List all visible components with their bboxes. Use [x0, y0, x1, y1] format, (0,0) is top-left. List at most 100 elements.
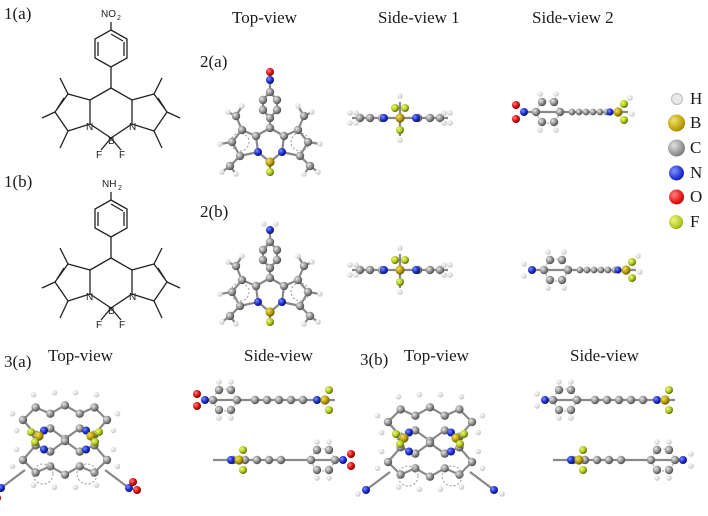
bond — [22, 406, 37, 421]
bond — [307, 290, 321, 296]
atom-H — [110, 446, 117, 453]
atom-C — [279, 281, 289, 291]
nitro-group-label: NO — [101, 9, 116, 20]
atom-N — [254, 298, 262, 306]
atom-F — [579, 446, 587, 454]
atom-F — [628, 274, 636, 282]
bond — [257, 151, 271, 163]
bond — [262, 91, 271, 101]
aromatic-ring — [230, 132, 250, 152]
bond — [49, 427, 66, 440]
atom-F — [91, 438, 99, 446]
bond — [235, 255, 243, 267]
atom-C — [531, 107, 541, 117]
bond — [299, 305, 311, 317]
atom-H — [458, 394, 465, 400]
bond — [280, 135, 286, 153]
atom-H — [521, 273, 527, 279]
atom-C — [306, 455, 316, 465]
atom-C — [590, 266, 598, 274]
atom-H — [378, 429, 385, 436]
hydrogen-atom-icon — [671, 93, 683, 105]
atom-C — [232, 395, 242, 405]
atom-C — [604, 266, 612, 274]
atom-H — [273, 221, 279, 227]
atom-C — [549, 117, 559, 127]
atom-H — [72, 484, 79, 491]
atom-N — [125, 484, 133, 492]
atom-C — [435, 265, 445, 275]
atom-H — [666, 439, 672, 445]
bond — [444, 429, 460, 438]
molecule-3b-top — [355, 391, 505, 497]
atom-C — [411, 449, 420, 458]
legend-item-o: O — [668, 186, 708, 208]
bond — [307, 140, 321, 146]
aromatic-ring — [311, 448, 335, 472]
atom-N — [405, 447, 413, 456]
atom-C — [31, 430, 40, 439]
atom-C — [425, 403, 435, 412]
aromatic-ring — [553, 388, 577, 412]
bond — [299, 141, 309, 157]
atom-C — [312, 445, 322, 455]
atom-N — [82, 445, 90, 454]
bond — [254, 135, 260, 153]
atom-C — [626, 395, 636, 405]
bond — [234, 115, 244, 131]
atom-C — [46, 447, 55, 456]
atom-N — [679, 456, 687, 464]
atom-C — [31, 403, 40, 412]
bond — [64, 465, 81, 476]
atom-C — [602, 395, 612, 405]
atom-H — [261, 221, 267, 227]
atom-C — [572, 395, 582, 405]
atom-C — [46, 424, 55, 433]
bond — [283, 278, 299, 288]
atom-O — [193, 402, 201, 410]
fluorine-atom-icon — [669, 215, 683, 229]
atom-C — [237, 125, 247, 135]
atom-F — [665, 386, 673, 394]
atom-C — [467, 417, 477, 427]
bond — [234, 265, 244, 281]
atom-C — [272, 255, 282, 265]
bond — [458, 461, 473, 476]
atom-F — [401, 256, 409, 264]
atom-N — [447, 428, 455, 437]
bond — [269, 91, 278, 101]
atom-C — [235, 151, 245, 161]
atom-H — [51, 484, 58, 491]
svg-text:F: F — [119, 320, 125, 331]
bond — [303, 261, 313, 267]
header-top-view-3b: Top-view — [404, 346, 469, 365]
atom-H — [219, 319, 225, 325]
atom-F — [239, 446, 247, 454]
atom-C — [264, 455, 274, 465]
atom-C — [272, 95, 282, 105]
atom-C — [75, 447, 84, 456]
atom-H — [568, 415, 574, 421]
atom-N — [82, 426, 90, 435]
atom-H — [9, 463, 16, 470]
atom-C — [90, 468, 99, 477]
bond — [241, 278, 257, 288]
molecule-2b-top — [217, 221, 323, 327]
atom-C — [580, 455, 590, 465]
structure-1b — [41, 192, 181, 321]
panel-label-3b: 3(b) — [360, 350, 389, 369]
header-top-view: Top-view — [232, 8, 297, 27]
atom-C — [305, 311, 315, 321]
atom-H — [233, 171, 239, 177]
legend-item-c: C — [668, 137, 708, 159]
atom-C — [583, 266, 591, 274]
bond — [35, 465, 51, 474]
bond — [365, 471, 391, 491]
bond — [309, 165, 319, 173]
atom-N — [405, 428, 413, 437]
atom-O — [266, 68, 274, 76]
atom-C — [227, 287, 237, 297]
atom-C — [596, 108, 604, 116]
atom-C — [537, 97, 547, 107]
bond — [269, 109, 278, 119]
